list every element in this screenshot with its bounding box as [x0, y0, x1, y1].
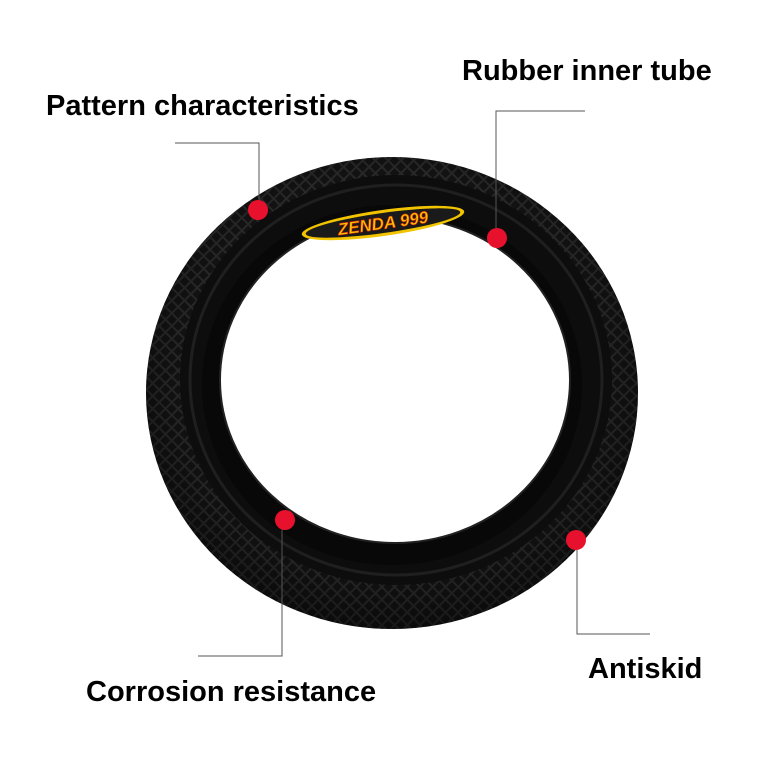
brand-logo: ZENDA 999	[301, 205, 465, 241]
leader-line-inner-tube	[495, 110, 585, 236]
marker-pattern	[248, 200, 268, 220]
label-corrosion-resistance: Corrosion resistance	[86, 676, 377, 708]
markers	[248, 200, 586, 550]
leader-line-antiskid	[576, 540, 650, 635]
label-antiskid: Antiskid	[588, 653, 703, 685]
leader-line-corrosion	[198, 520, 283, 657]
label-pattern-characteristics: Pattern characteristics	[46, 90, 359, 122]
marker-antiskid	[566, 530, 586, 550]
leader-lines	[175, 110, 650, 657]
marker-corrosion	[275, 510, 295, 530]
tire	[146, 157, 638, 629]
marker-inner-tube	[487, 228, 507, 248]
leader-line-pattern	[175, 142, 260, 208]
label-rubber-inner-tube: Rubber inner tube	[462, 55, 712, 87]
